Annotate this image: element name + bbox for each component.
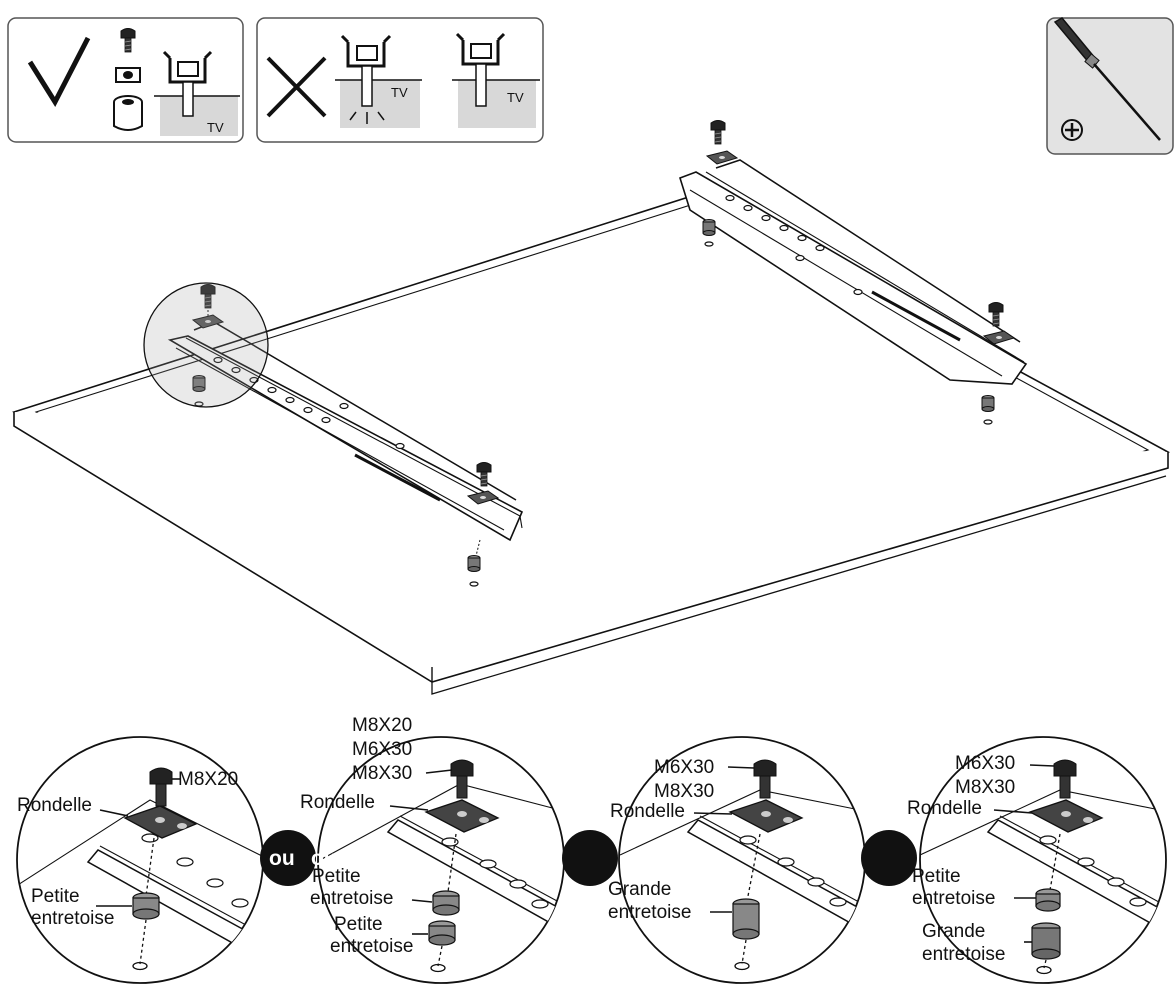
correct-usage-box: TV bbox=[7, 17, 244, 143]
spacer-label-line2: entretoise bbox=[330, 936, 413, 957]
separator-ou-2: ou bbox=[311, 847, 337, 870]
screwdriver-icon bbox=[1053, 17, 1161, 141]
spacer-label-line1: Petite bbox=[334, 914, 383, 935]
spacer-label-line2: entretoise bbox=[912, 888, 995, 909]
wall-bracket-right bbox=[679, 120, 1028, 425]
bracket-bad-short-icon: TV bbox=[452, 32, 540, 128]
spacer-label-line2: entretoise bbox=[922, 944, 1005, 965]
washer-label: Rondelle bbox=[907, 798, 982, 819]
screw-label: M8X30 bbox=[955, 777, 1015, 798]
cross-mark-icon bbox=[266, 56, 327, 118]
screwdriver-box bbox=[1046, 17, 1174, 155]
detail-highlight-circle bbox=[143, 282, 269, 408]
detail-circle-2: M8X20 M6X30 M8X30 Rondelle Petite entret… bbox=[300, 715, 565, 984]
spacer-label-line1: Petite bbox=[31, 886, 80, 907]
detail-circle-1: M8X20 Rondelle Petite entretoise bbox=[16, 736, 264, 984]
hardware-stack-icon bbox=[113, 28, 143, 131]
wall-bracket-left bbox=[143, 282, 524, 587]
bracket-good-icon: TV bbox=[154, 50, 240, 136]
washer-label: Rondelle bbox=[300, 792, 375, 813]
screw-label: M8X30 bbox=[654, 781, 714, 802]
spacer-label-line1: Petite bbox=[912, 866, 961, 887]
screw-label: M8X20 bbox=[352, 715, 412, 736]
tv-label: TV bbox=[391, 85, 408, 100]
screw-label: M8X20 bbox=[178, 769, 238, 790]
washer-label: Rondelle bbox=[17, 795, 92, 816]
bracket-hardware bbox=[702, 120, 1015, 425]
detail-circle-4: M6X30 M8X30 Rondelle Petite entretoise G… bbox=[907, 736, 1167, 984]
screw-label: M6X30 bbox=[654, 757, 714, 778]
spacer-label-line2: entretoise bbox=[608, 902, 691, 923]
spacer-label-line1: Grande bbox=[922, 921, 985, 942]
tv-label: TV bbox=[207, 120, 224, 135]
bracket-bad-long-icon: TV bbox=[335, 34, 422, 128]
spacer-label-line2: entretoise bbox=[31, 908, 114, 929]
detail-circle-3: M6X30 M8X30 Rondelle Grande entretoise bbox=[608, 736, 866, 984]
separator-dot-3 bbox=[861, 830, 917, 886]
or-label: ou bbox=[269, 847, 295, 870]
screw-label: M8X30 bbox=[352, 763, 412, 784]
spacer-label-line2: entretoise bbox=[310, 888, 393, 909]
screw-label: M6X30 bbox=[955, 753, 1015, 774]
incorrect-usage-box: TV TV bbox=[256, 17, 544, 143]
or-label: ou bbox=[355, 847, 381, 870]
spacer-label-line1: Petite bbox=[312, 866, 361, 887]
check-mark-icon bbox=[27, 36, 91, 108]
separator-ou-3: ou bbox=[355, 847, 381, 870]
or-label: ou bbox=[311, 847, 337, 870]
washer-label: Rondelle bbox=[610, 801, 685, 822]
phillips-icon bbox=[1061, 119, 1083, 141]
screw-label: M6X30 bbox=[352, 739, 412, 760]
separator-ou-1: ou bbox=[260, 830, 316, 886]
tv-panel bbox=[12, 194, 1171, 695]
spacer-label-line1: Grande bbox=[608, 879, 671, 900]
separator-dot-2 bbox=[562, 830, 618, 886]
tv-label: TV bbox=[507, 90, 524, 105]
